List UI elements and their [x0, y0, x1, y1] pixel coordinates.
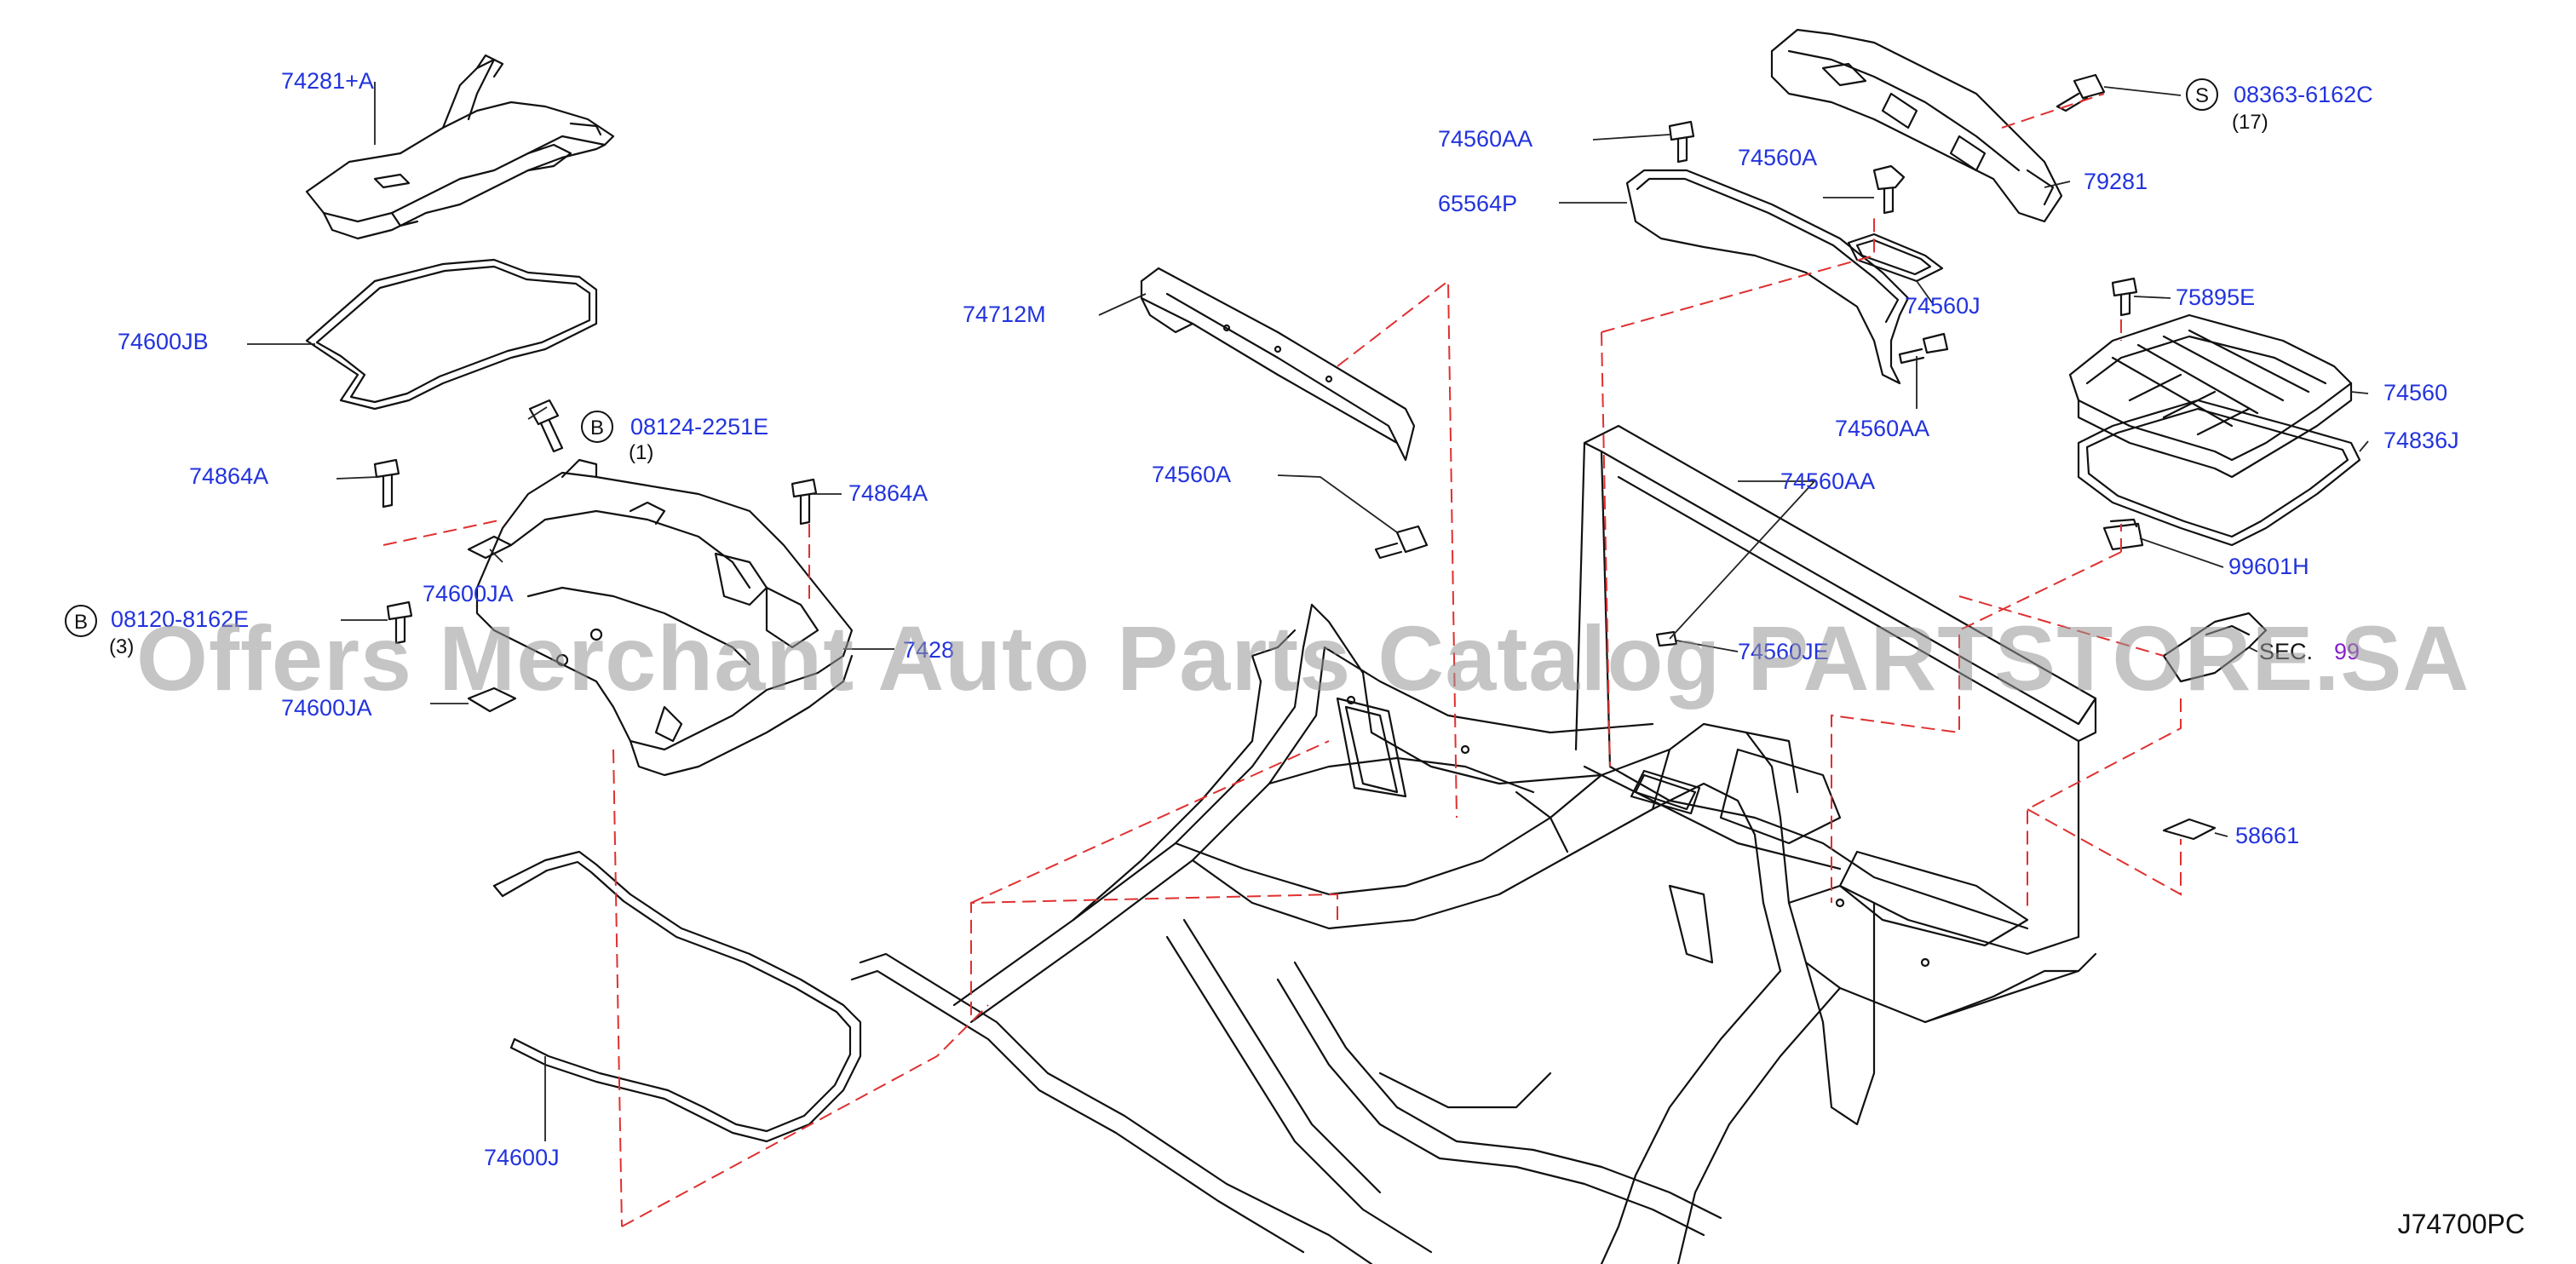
label-74281[interactable]: 7428 — [903, 637, 955, 663]
bolt-74864a-right — [791, 478, 818, 526]
qty-label: (17) — [2232, 111, 2268, 134]
label-sec[interactable]: SEC. — [2259, 639, 2314, 664]
label-99601h[interactable]: 99601H — [2228, 554, 2309, 579]
label-74600j[interactable]: 74600J — [484, 1145, 560, 1170]
label-74560a[interactable]: 74560A — [1738, 145, 1818, 170]
seal-74836j — [2077, 399, 2361, 547]
label-74560j[interactable]: 74560J — [1905, 293, 1981, 319]
marker-s: S — [2186, 78, 2218, 111]
label-74600ja[interactable]: 74600JA — [281, 695, 372, 721]
label-74560[interactable]: 74560 — [2383, 380, 2448, 405]
label-74560je[interactable]: 74560JE — [1738, 639, 1829, 664]
bolt-08120-8162e — [386, 600, 413, 645]
qty-label: (3) — [109, 635, 135, 658]
qty-label: (1) — [629, 441, 654, 464]
plug-99601h — [2102, 518, 2144, 551]
dashed-assembly-lines — [382, 93, 2182, 1227]
tray-74281 — [475, 458, 854, 777]
label-08363-6162c[interactable]: 08363-6162C — [2234, 82, 2373, 107]
label-74560aa[interactable]: 74560AA — [1835, 416, 1930, 441]
bolt-75895e — [2111, 277, 2138, 317]
marker-b: B — [581, 411, 613, 443]
label-74600jb[interactable]: 74600JB — [118, 329, 209, 354]
marker-b: B — [65, 605, 97, 637]
diagram-code: J74700PC — [2397, 1209, 2525, 1239]
label-08120-8162e[interactable]: 08120-8162E — [111, 606, 250, 632]
pad-58661 — [2162, 818, 2217, 841]
pad-74600ja-upper — [467, 535, 513, 560]
label-74836j[interactable]: 74836J — [2383, 428, 2459, 453]
tray-74281a — [305, 54, 615, 240]
seal-65564p — [1625, 169, 1910, 385]
panel-79281 — [1770, 28, 2063, 223]
seal-74600j — [492, 850, 862, 1143]
label-74864a[interactable]: 74864A — [189, 463, 269, 489]
label-74712m[interactable]: 74712M — [963, 302, 1046, 327]
floor-body-assembly — [850, 424, 2097, 1264]
label-75895e[interactable]: 75895E — [2176, 284, 2256, 310]
label-99[interactable]: 99 — [2334, 639, 2360, 664]
seal-74600jb — [305, 258, 598, 411]
bolt-08124-2251e — [528, 399, 564, 453]
label-74560aa[interactable]: 74560AA — [1780, 468, 1876, 494]
bolt-08363-6162c — [2056, 73, 2106, 112]
bracket-74712m — [1140, 267, 1416, 462]
label-58661[interactable]: 58661 — [2235, 823, 2300, 848]
bolt-74560a-top — [1872, 164, 1906, 215]
bolt-74560aa-top — [1668, 120, 1695, 164]
label-74600ja[interactable]: 74600JA — [423, 581, 514, 606]
label-74560aa[interactable]: 74560AA — [1438, 126, 1533, 152]
label-74864a[interactable]: 74864A — [848, 480, 929, 506]
label-08124-2251e[interactable]: 08124-2251E — [630, 414, 769, 440]
cover-74560 — [2068, 313, 2353, 479]
bolt-74560je — [1655, 630, 1678, 647]
label-74281a[interactable]: 74281+A — [281, 68, 374, 94]
bolt-74560aa-mid — [1898, 332, 1949, 365]
bolt-74864a-left — [373, 458, 400, 508]
pad-74600ja-lower — [467, 687, 517, 713]
clip-99 — [2162, 612, 2268, 683]
label-79281[interactable]: 79281 — [2084, 169, 2148, 194]
leader-lines — [247, 82, 2369, 1141]
bolt-74560a-center — [1374, 525, 1429, 560]
label-74560a[interactable]: 74560A — [1152, 462, 1232, 487]
label-65564p[interactable]: 65564P — [1438, 191, 1518, 216]
